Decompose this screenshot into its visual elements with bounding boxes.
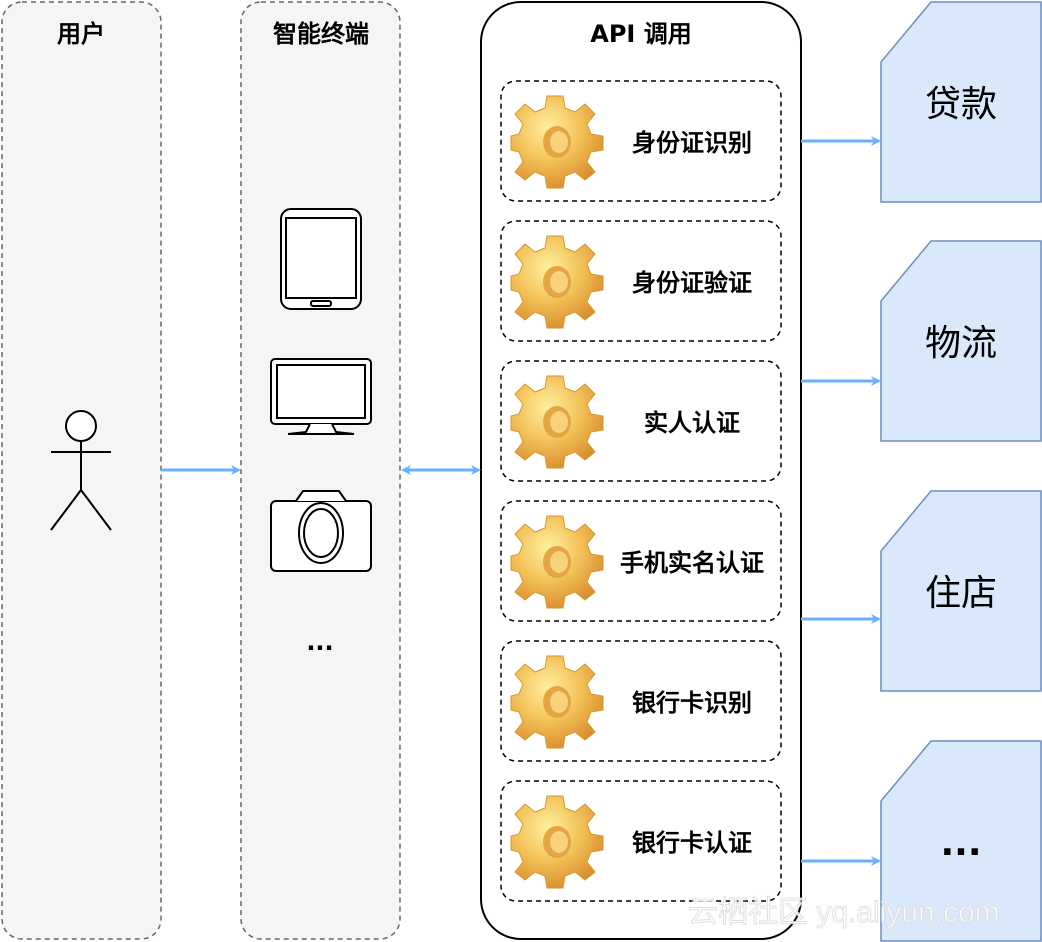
monitor-icon	[270, 358, 372, 435]
service-card: 实人认证	[500, 360, 782, 482]
actor-icon	[50, 410, 112, 531]
service-label: 身份证验证	[632, 269, 752, 297]
target-label: 贷款	[925, 84, 997, 125]
service-label: 银行卡认证	[632, 829, 752, 857]
gear-icon	[510, 655, 604, 749]
tablet-icon	[280, 208, 362, 310]
gear-icon	[510, 515, 604, 609]
user-lane: 用户	[1, 1, 162, 940]
service-label: 身份证识别	[632, 129, 752, 157]
target-document: ...	[880, 740, 1042, 942]
target-label: ...	[940, 823, 981, 864]
service-label: 手机实名认证	[620, 549, 764, 577]
service-card: 手机实名认证	[500, 500, 782, 622]
service-card: 身份证验证	[500, 220, 782, 342]
user-lane-title: 用户	[57, 20, 105, 48]
target-document: 住店	[880, 490, 1042, 692]
target-document: 物流	[880, 240, 1042, 442]
service-label: 实人认证	[644, 409, 740, 437]
terminal-lane-title: 智能终端	[273, 20, 369, 48]
service-label: 银行卡识别	[632, 689, 752, 717]
gear-icon	[510, 235, 604, 329]
target-label: 住店	[925, 573, 997, 614]
target-label: 物流	[925, 323, 997, 364]
terminal-lane: 智能终端 ...	[240, 1, 401, 940]
service-card: 身份证识别	[500, 80, 782, 202]
watermark: 云栖社区 yq.aliyun.com	[688, 896, 1000, 929]
service-card: 银行卡识别	[500, 640, 782, 762]
service-card: 银行卡认证	[500, 780, 782, 902]
terminal-more: ...	[306, 628, 333, 656]
gear-icon	[510, 95, 604, 189]
gear-icon	[510, 795, 604, 889]
gear-icon	[510, 375, 604, 469]
api-title: API 调用	[590, 20, 691, 48]
target-document: 贷款	[880, 1, 1042, 203]
camera-icon	[270, 490, 372, 572]
